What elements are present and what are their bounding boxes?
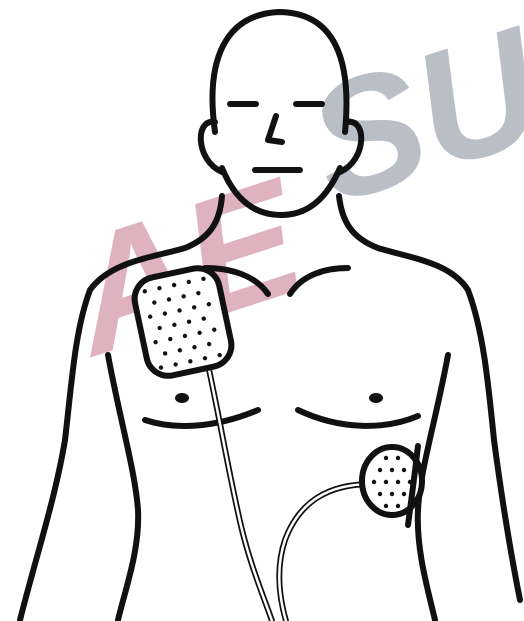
pad-dot: [378, 492, 382, 496]
watermark-text-right: SU: [287, 0, 524, 238]
pad-dot: [396, 480, 400, 484]
pad-dot: [384, 504, 388, 508]
pad-dot: [396, 456, 400, 460]
pad-dot: [402, 492, 406, 496]
left-nipple: [175, 393, 189, 403]
nose: [268, 116, 282, 142]
pad-dot: [390, 468, 394, 472]
right-nipple: [369, 393, 383, 403]
left-arm-inner-line: [108, 355, 138, 620]
pad-dot: [390, 492, 394, 496]
cable-lower-pad-inner: [279, 484, 372, 621]
upper-electrode-pad: [131, 264, 236, 380]
left-pectoral-line: [145, 410, 258, 426]
pad-dot: [402, 468, 406, 472]
pad-dot: [372, 480, 376, 484]
cable-lower-pad-outer: [279, 484, 372, 621]
pad-dot: [384, 480, 388, 484]
pad-dot: [378, 468, 382, 472]
pad-dot: [396, 504, 400, 508]
pad-dot: [384, 456, 388, 460]
cable-upper-pad-outer: [208, 365, 272, 621]
right-shoulder-outline: [339, 196, 520, 600]
watermark: AE SU: [22, 0, 524, 391]
right-pectoral-line: [298, 410, 418, 426]
